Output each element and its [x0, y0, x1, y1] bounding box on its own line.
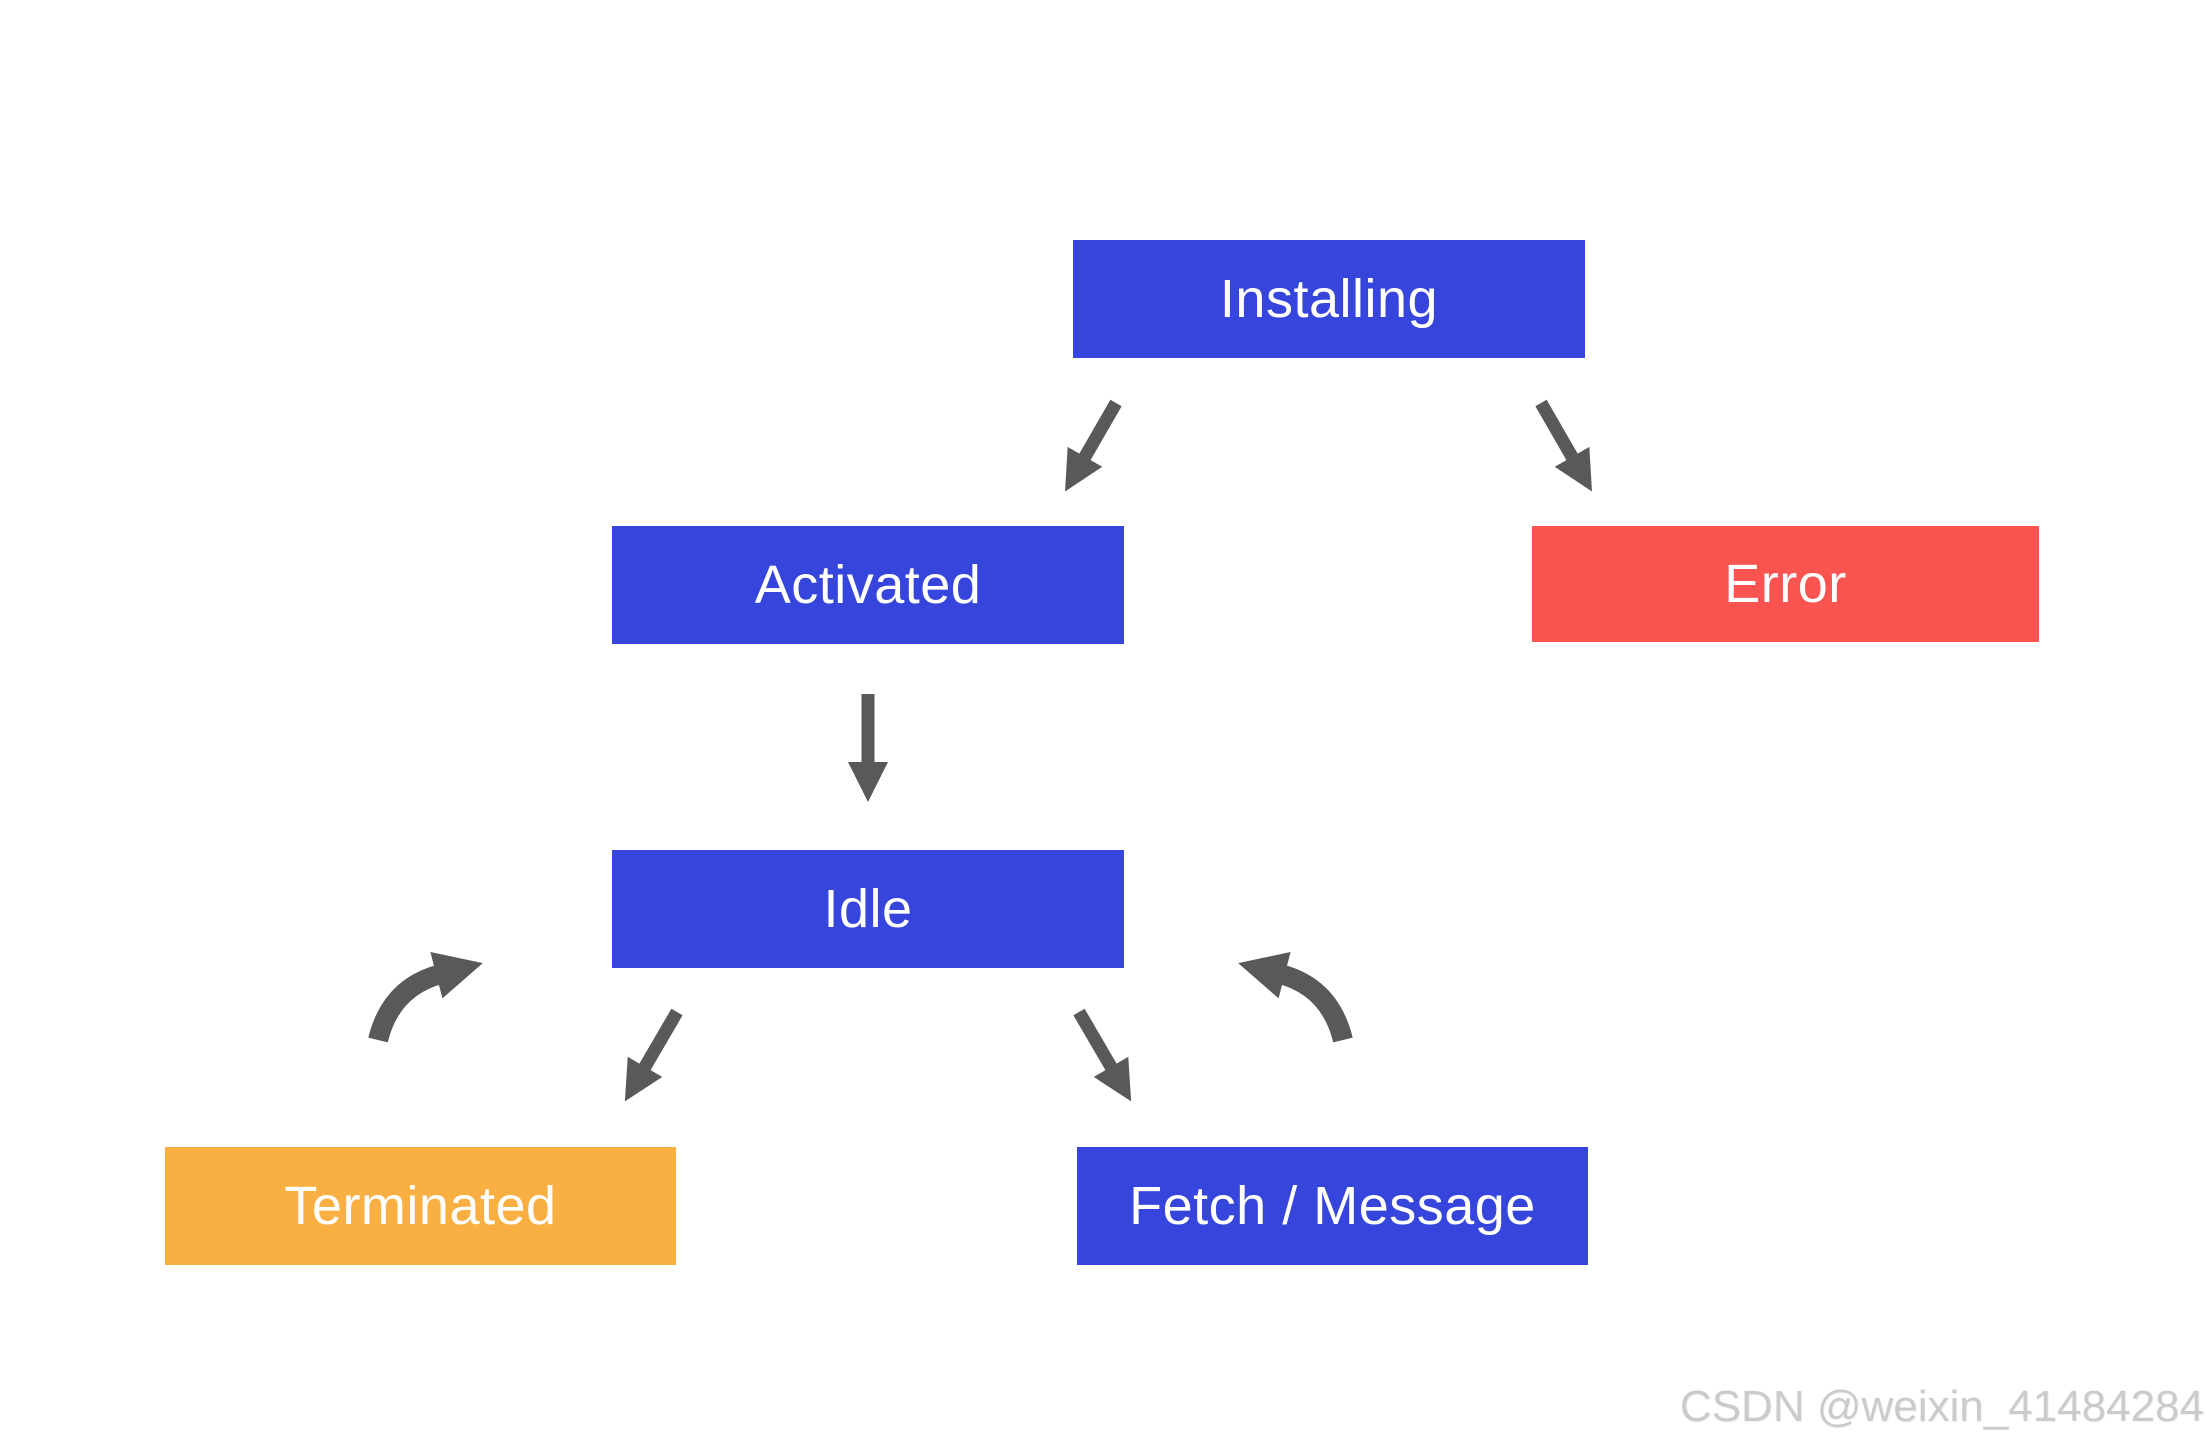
node-terminated-label: Terminated: [284, 1176, 557, 1236]
node-fetch-message-label: Fetch / Message: [1129, 1176, 1536, 1236]
arrow-idle-to-fetch-message: [1073, 1008, 1132, 1102]
node-activated-label: Activated: [754, 555, 982, 615]
node-idle: Idle: [612, 850, 1124, 968]
node-activated: Activated: [612, 526, 1124, 644]
node-idle-label: Idle: [823, 879, 913, 939]
node-fetch-message: Fetch / Message: [1077, 1147, 1588, 1265]
watermark: CSDN @weixin_41484284: [1679, 1382, 2204, 1431]
node-installing-label: Installing: [1219, 269, 1439, 329]
node-installing: Installing: [1073, 240, 1585, 358]
arrow-installing-to-error: [1535, 399, 1592, 492]
arrow-idle-to-terminated: [624, 1008, 683, 1102]
curved-arrow-fetch-message-to-idle: [1238, 951, 1353, 1043]
node-terminated: Terminated: [165, 1147, 676, 1265]
arrow-installing-to-activated: [1065, 399, 1122, 492]
node-error-label: Error: [1724, 554, 1847, 614]
curved-arrow-terminated-to-idle: [368, 951, 483, 1043]
node-error: Error: [1532, 526, 2039, 642]
